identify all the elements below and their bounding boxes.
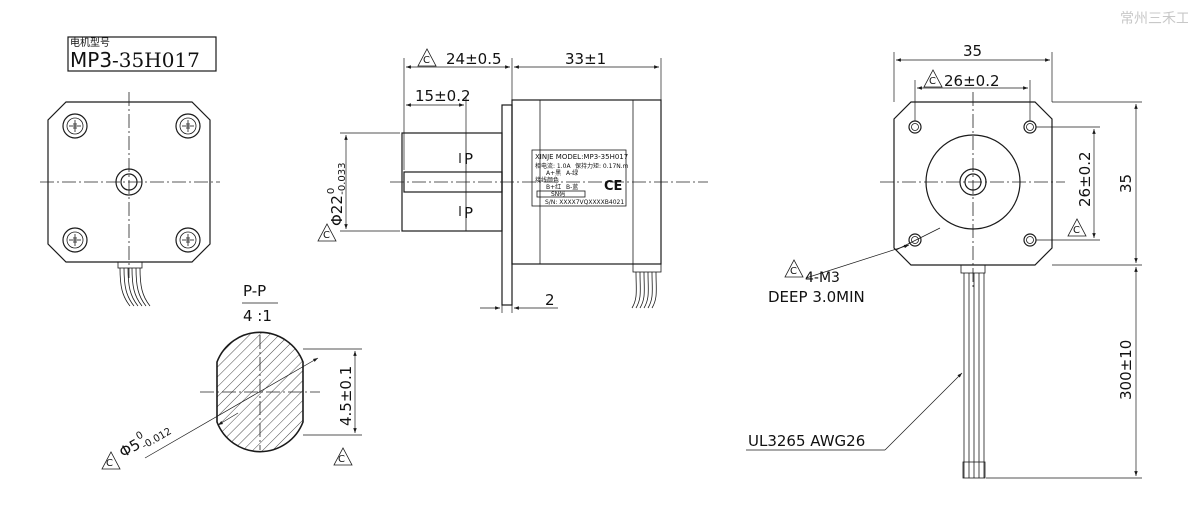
side-view: XINJE MODEL:MP3-35H017 相电流: 1.0A 保持力矩: 0… [317,48,708,313]
critical-symbol-2: C [338,454,345,465]
label-b-plus: B+红 [546,183,561,191]
dim-height: 35 [1117,174,1135,193]
dim-flange: 2 [545,291,555,309]
dim-lead-length: 300±10 [1117,340,1135,400]
label-title: XINJE MODEL:MP3-35H017 [535,153,628,161]
section-title: P-P [243,282,266,300]
section-mark-bottom: P [464,204,473,222]
label-sn: SN码 [551,190,565,198]
dim-flat-length: 15±0.2 [415,87,471,105]
critical-symbol-7: C [790,266,797,277]
dim-body-length: 33±1 [565,50,606,68]
label-a-plus: A+黑 [546,170,561,177]
model-number: MP3-35H017 [70,48,200,72]
model-label: 电机型号 [70,36,110,49]
label-wire-color: 接线颜色 [535,176,559,184]
label-b-minus: B-蓝 [566,183,578,191]
section-height-dim: 4.5±0.1 [337,366,355,426]
dim-boss-dia: Φ220-0.033 [326,162,348,226]
critical-symbol-1: C [106,458,113,469]
section-view: P-P 4 :1 4.5±0.1 Φ50-0.012 C C [101,282,362,470]
critical-symbol-5: C [929,76,936,87]
dim-hole-spacing-h: 26±0.2 [944,72,1000,90]
callout-thread: 4-M3 [805,270,840,286]
label-a-minus: A-绿 [566,169,578,177]
critical-symbol-6: C [1073,225,1080,236]
model-box: 电机型号 MP3-35H017 [67,36,217,72]
label-torque: 保持力矩: 0.17N.m [575,162,629,170]
critical-symbol-4: C [323,230,330,241]
callout-depth: DEEP 3.0MIN [768,288,865,306]
rear-view [40,92,220,307]
watermark-text: 常州三禾工 [1120,11,1188,27]
dim-shaft-total: 24±0.5 [446,50,502,68]
front-view: 35 C 26±0.2 26±0.2 C 35 300±10 C 4-M3 DE… [746,42,1142,479]
critical-symbol-3: C [423,55,430,66]
ce-mark: CE [604,179,622,194]
section-scale: 4 :1 [243,307,272,325]
label-current: 相电流: 1.0A [535,162,571,170]
dim-width: 35 [963,42,982,60]
dim-hole-spacing-v: 26±0.2 [1076,151,1094,207]
label-serial: S/N: XXXX7VQXXXXB4021 [545,199,624,206]
section-dia-dim: Φ50-0.012 [115,417,174,464]
callout-wire: UL3265 AWG26 [748,432,865,450]
section-mark-top: P [464,150,473,168]
